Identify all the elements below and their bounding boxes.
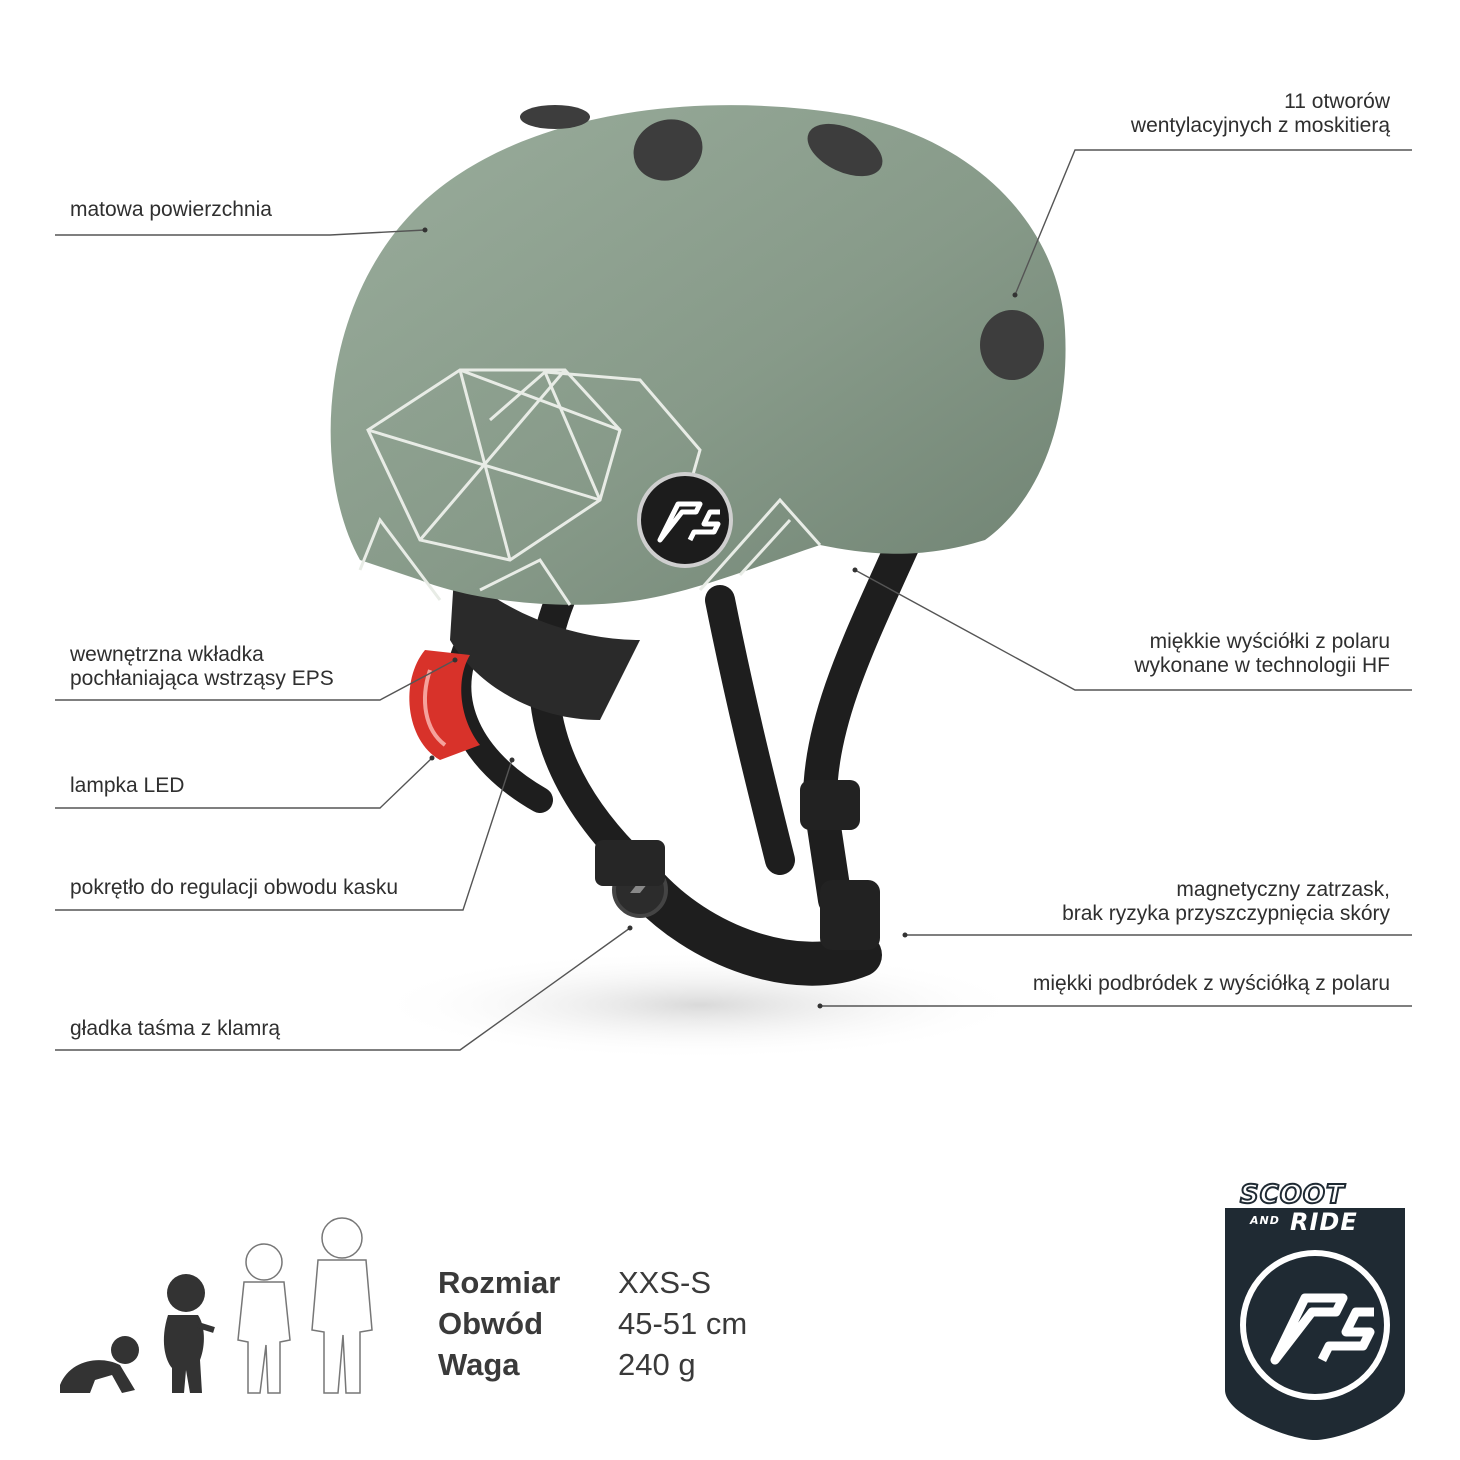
helmet-shell: [330, 105, 1066, 605]
brand-line2: RIDE: [1290, 1208, 1358, 1236]
brand-small: AND: [1250, 1214, 1280, 1227]
chin-strap-buckle-icon: [820, 880, 880, 950]
helmet-inner-padding: [450, 560, 640, 720]
shell-logo-icon: [637, 472, 733, 568]
floor-shadow: [370, 950, 1030, 1060]
callout-led-light: lampka LED: [70, 774, 185, 797]
spec-value: 45-51 cm: [618, 1306, 748, 1341]
brand-shield-logo: [1225, 1208, 1405, 1440]
size-specs: Rozmiar XXS-S Obwód 45-51 cm Waga 240 g: [438, 1262, 747, 1385]
vent-holes: [520, 105, 1044, 380]
spec-key: Rozmiar: [438, 1265, 561, 1300]
callout-eps-liner: wewnętrzna wkładka pochłaniająca wstrząs…: [70, 643, 334, 690]
callout-vents: 11 otworów wentylacyjnych z moskitierą: [1130, 90, 1390, 137]
spec-row-circumference: Obwód 45-51 cm: [438, 1303, 747, 1344]
spec-key: Waga: [438, 1347, 520, 1382]
callout-chin-pad: miękki podbródek z wyściółką z polaru: [1032, 972, 1390, 995]
callout-strap: gładka taśma z klamrą: [70, 1017, 281, 1040]
spec-row-weight: Waga 240 g: [438, 1344, 747, 1385]
spec-value: 240 g: [618, 1347, 696, 1382]
spec-row-size: Rozmiar XXS-S: [438, 1262, 747, 1303]
callout-dial: pokrętło do regulacji obwodu kasku: [70, 876, 399, 899]
magnetic-buckle-icon: [800, 780, 860, 830]
geometric-pattern: [358, 368, 822, 606]
brand-line1: SCOOT: [1239, 1179, 1345, 1211]
callout-padding: miękkie wyściółki z polaru wykonane w te…: [1134, 630, 1390, 677]
child-outline-icon: [237, 1243, 291, 1394]
toddler-icon: [163, 1274, 215, 1393]
older-child-outline-icon: [311, 1217, 373, 1394]
callout-matte-surface: matowa powierzchnia: [70, 198, 272, 221]
spec-key: Obwód: [438, 1306, 544, 1341]
callout-magnetic-buckle: magnetyczny zatrzask, brak ryzyka przysz…: [1062, 878, 1390, 925]
spec-value: XXS-S: [618, 1265, 712, 1300]
crawling-baby-icon: [60, 1336, 139, 1393]
leader-lines: [55, 149, 1412, 1051]
